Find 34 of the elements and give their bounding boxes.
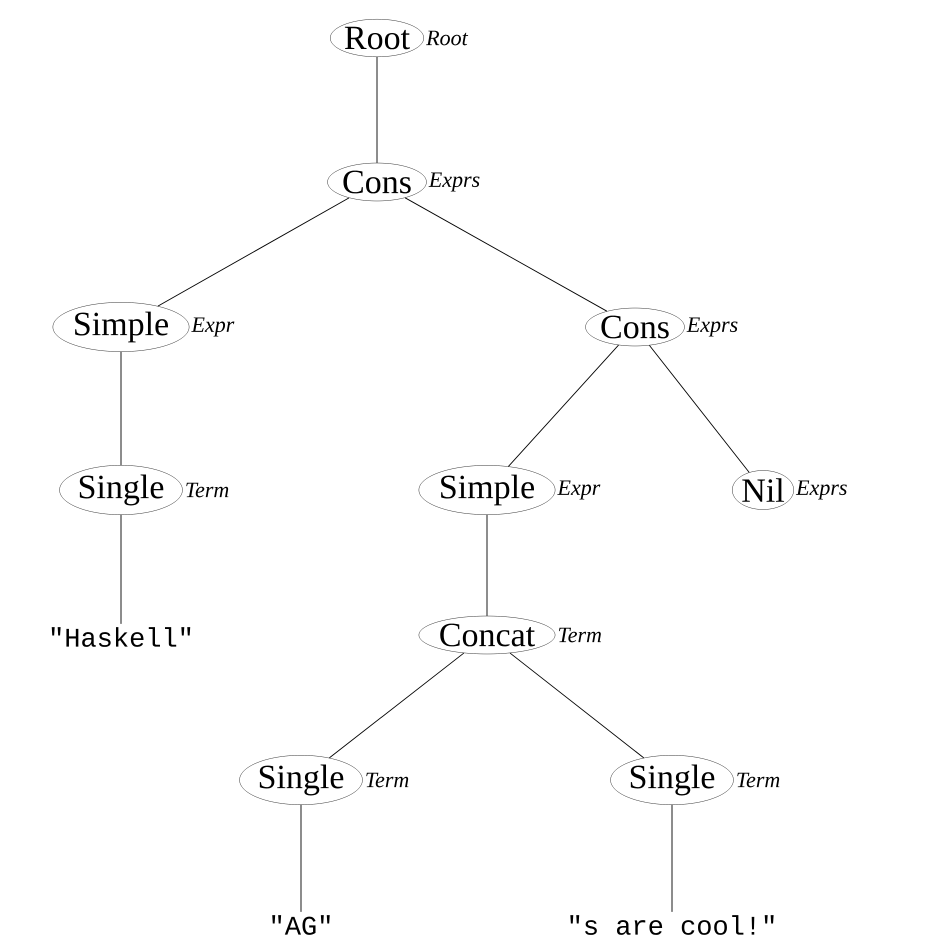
tree-edge — [486, 514, 488, 616]
tree-edge — [376, 56, 378, 164]
string-leaf: "Haskell" — [52, 627, 190, 647]
type-label: Term — [186, 482, 228, 498]
tree-edge — [300, 804, 302, 912]
type-label: Term — [737, 772, 780, 788]
type-label: Term — [558, 628, 602, 642]
type-label: Expr — [557, 480, 600, 500]
type-label: Exprs — [428, 172, 480, 192]
tree-node: Cons — [585, 308, 685, 346]
tree-node: Simple — [418, 465, 556, 515]
type-label: Exprs — [796, 480, 847, 500]
type-label: Expr — [191, 317, 234, 337]
tree-node: Simple — [52, 302, 190, 352]
tree-edge — [120, 514, 122, 624]
tree-node: Single — [610, 755, 734, 805]
tree-node: Single — [59, 465, 183, 515]
tree-node: Concat — [418, 616, 556, 654]
tree-edge — [120, 351, 122, 466]
type-label: Term — [366, 772, 408, 788]
tree-node: Single — [239, 755, 363, 805]
tree-edge — [157, 197, 350, 307]
tree-node: Cons — [327, 162, 427, 202]
string-leaf: "AG" — [272, 915, 330, 935]
tree-node: Root — [330, 19, 424, 58]
string-leaf: "s are cool!" — [570, 915, 774, 935]
type-label: Root — [426, 30, 468, 46]
tree-edge — [648, 344, 750, 473]
type-label: Exprs — [686, 317, 738, 337]
tree-edge — [510, 652, 644, 758]
tree-edge — [508, 344, 620, 467]
tree-node: Nil — [732, 470, 794, 510]
tree-edge — [328, 652, 464, 758]
tree-edge — [404, 197, 608, 312]
